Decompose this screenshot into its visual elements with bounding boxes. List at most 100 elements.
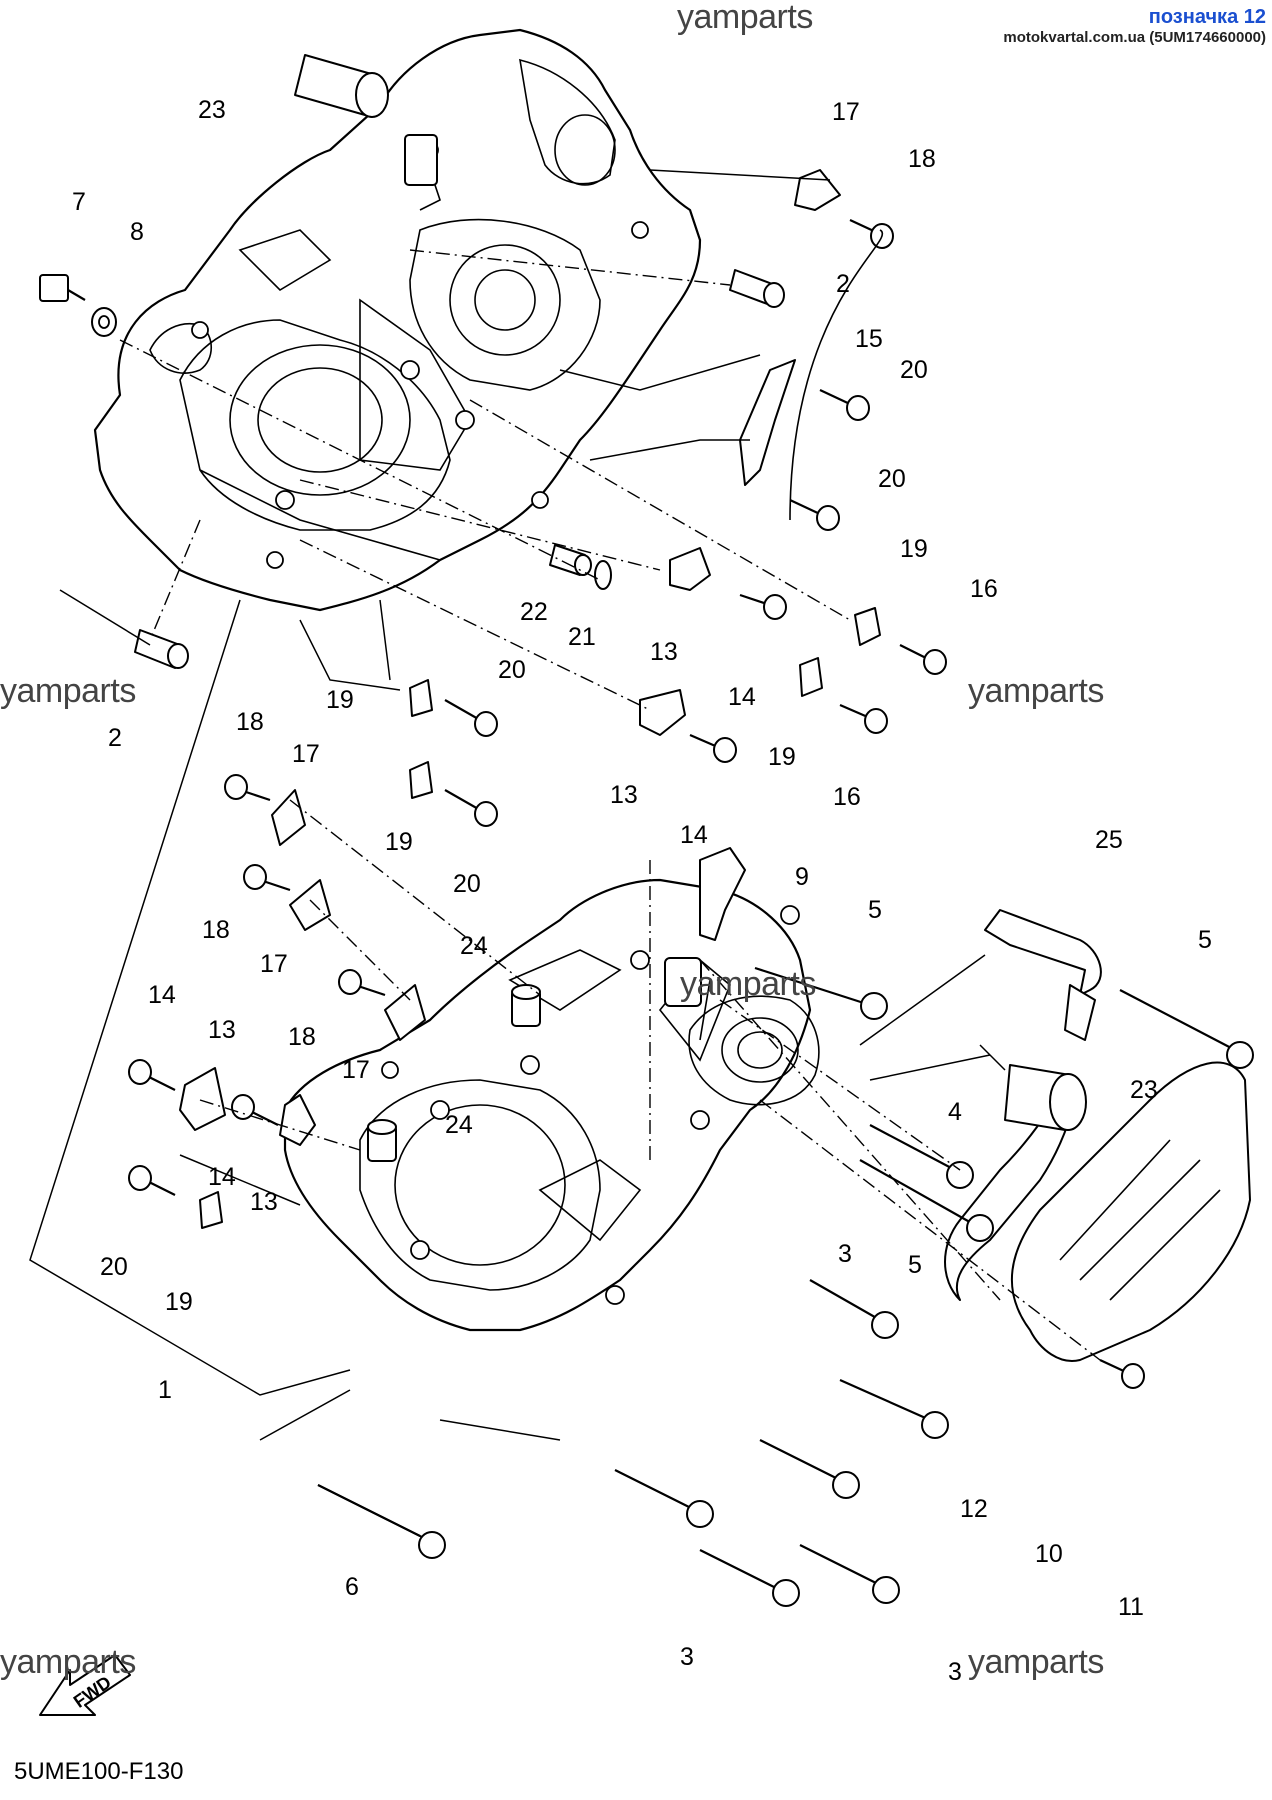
washer-19d	[409, 761, 433, 799]
bracket-13a	[669, 547, 711, 591]
callout-19: 19	[900, 535, 928, 563]
bracket-17b	[271, 789, 306, 846]
bracket-13b	[639, 689, 686, 736]
callout-16: 16	[833, 783, 861, 811]
bracket-9	[699, 847, 746, 941]
callout-11: 11	[1118, 1593, 1144, 1621]
callout-17: 17	[342, 1056, 370, 1084]
bracket-25	[984, 909, 1102, 1041]
callout-24: 24	[445, 1111, 473, 1139]
collar-23b	[1004, 1064, 1087, 1131]
callout-labels: 1 2 2 3 3 3 4 5 5 5 6 7 8 9 10 11 12 13 …	[72, 96, 1212, 1686]
badge-title: позначка 12	[1148, 6, 1266, 28]
bolt-5-set	[754, 966, 1254, 1242]
bracket-17d	[384, 984, 426, 1041]
callout-17: 17	[832, 98, 860, 126]
callout-1: 1	[158, 1376, 172, 1404]
callout-14: 14	[680, 821, 708, 849]
callout-9: 9	[795, 863, 809, 891]
callout-20: 20	[900, 356, 928, 384]
callout-18: 18	[908, 145, 936, 173]
callout-23: 23	[1130, 1076, 1158, 1104]
callout-18: 18	[202, 916, 230, 944]
callout-13: 13	[610, 781, 638, 809]
bracket-15	[739, 359, 796, 486]
callout-6: 6	[345, 1573, 359, 1601]
watermark: yamparts	[0, 672, 136, 710]
callout-4: 4	[948, 1098, 962, 1126]
bracket-17a	[794, 169, 841, 211]
watermark: yamparts	[0, 1643, 136, 1681]
callout-13: 13	[208, 1016, 236, 1044]
badge-source: motokvartal.com.ua (5UM174660000)	[1003, 29, 1266, 46]
callout-19: 19	[385, 828, 413, 856]
callout-5: 5	[1198, 926, 1212, 954]
watermark: yamparts	[677, 0, 813, 36]
callout-13: 13	[650, 638, 678, 666]
bolt-3-set	[614, 1279, 949, 1607]
bolt-4	[869, 1124, 974, 1189]
bracket-17c	[289, 879, 331, 931]
callout-14: 14	[208, 1163, 236, 1191]
bolt-7	[39, 274, 86, 302]
oring-21	[594, 560, 612, 590]
callout-25: 25	[1095, 826, 1123, 854]
callout-3: 3	[948, 1658, 962, 1686]
callout-3: 3	[680, 1643, 694, 1671]
callout-17: 17	[260, 950, 288, 978]
source-badge: позначка 12 motokvartal.com.ua (5UM17466…	[1003, 6, 1266, 46]
bracket-13c	[179, 1067, 226, 1131]
bolt-6	[317, 1484, 446, 1559]
callout-20: 20	[878, 465, 906, 493]
callout-5: 5	[868, 896, 882, 924]
callout-10: 10	[1035, 1540, 1063, 1568]
callout-23: 23	[198, 96, 226, 124]
dowel-22	[549, 544, 592, 576]
callout-14: 14	[728, 683, 756, 711]
watermark: yamparts	[968, 672, 1104, 710]
callout-2: 2	[108, 724, 122, 752]
callout-22: 22	[520, 598, 548, 626]
sprocket-cover-10	[1010, 1061, 1251, 1362]
washer-19a	[854, 607, 881, 646]
callout-5: 5	[908, 1251, 922, 1279]
callout-24: 24	[460, 932, 488, 960]
callout-21: 21	[568, 623, 596, 651]
dowel-24a	[511, 984, 541, 1027]
callout-7: 7	[72, 188, 86, 216]
callout-3: 3	[838, 1240, 852, 1268]
callout-20: 20	[453, 870, 481, 898]
callout-14: 14	[148, 981, 176, 1009]
callout-13: 13	[250, 1188, 278, 1216]
dowel-2b	[134, 629, 189, 669]
callout-8: 8	[130, 218, 144, 246]
callout-19: 19	[768, 743, 796, 771]
callout-20: 20	[498, 656, 526, 684]
washer-19c	[799, 657, 823, 697]
leader-lines	[29, 169, 1101, 1441]
callout-18: 18	[288, 1023, 316, 1051]
crankcase-right-half	[283, 878, 820, 1332]
dowel-2a	[729, 269, 785, 308]
collar-23a	[294, 54, 389, 118]
callout-19: 19	[326, 686, 354, 714]
washer-19e	[199, 1191, 223, 1229]
screws	[128, 219, 1145, 1389]
callout-12: 12	[960, 1495, 988, 1523]
washer-19b	[409, 679, 433, 717]
bracket-13d	[279, 1094, 316, 1146]
dowel-24b	[367, 1119, 397, 1162]
callout-16: 16	[970, 575, 998, 603]
diagram-code: 5UME100-F130	[14, 1758, 184, 1785]
callout-19: 19	[165, 1288, 193, 1316]
washer-8	[91, 307, 117, 337]
callout-18: 18	[236, 708, 264, 736]
callout-17: 17	[292, 740, 320, 768]
watermark: yamparts	[680, 965, 816, 1003]
callout-20: 20	[100, 1253, 128, 1281]
crankcase-left-half	[93, 28, 702, 612]
callout-2: 2	[836, 270, 850, 298]
callout-15: 15	[855, 325, 883, 353]
watermark: yamparts	[968, 1643, 1104, 1681]
